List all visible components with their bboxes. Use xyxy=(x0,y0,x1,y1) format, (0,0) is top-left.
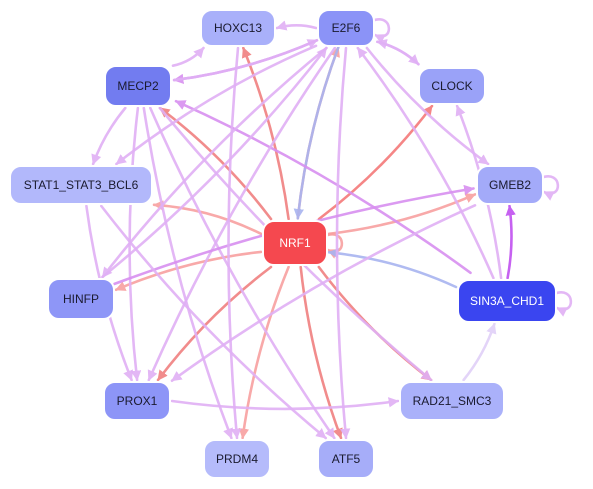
node-label: RAD21_SMC3 xyxy=(413,394,492,408)
node-label: HOXC13 xyxy=(214,21,262,35)
node-atf5[interactable]: ATF5 xyxy=(317,439,375,479)
node-box xyxy=(399,381,505,421)
node-label: GMEB2 xyxy=(489,178,531,192)
edge-e2f6-to-nrf1 xyxy=(293,46,340,220)
edge-mecp2-to-prdm4 xyxy=(142,106,233,440)
edge-nrf1-to-prdm4 xyxy=(238,265,290,440)
edge-e2f6-to-gmeb2 xyxy=(365,46,490,166)
node-stat1[interactable]: STAT1_STAT3_BCL6 xyxy=(9,165,153,205)
edge-gmeb2-to-gmeb2 xyxy=(539,175,560,201)
node-label: STAT1_STAT3_BCL6 xyxy=(24,178,139,192)
node-sin3a[interactable]: SIN3A_CHD1 xyxy=(457,279,557,323)
node-rad21[interactable]: RAD21_SMC3 xyxy=(399,381,505,421)
edge-rad21-to-sin3a xyxy=(462,322,497,382)
node-hinfp[interactable]: HINFP xyxy=(47,278,115,320)
node-prdm4[interactable]: PRDM4 xyxy=(203,439,271,479)
edge-nrf1-to-mecp2 xyxy=(158,106,273,221)
node-gmeb2[interactable]: GMEB2 xyxy=(476,165,544,205)
edge-clock-to-e2f6 xyxy=(376,39,420,66)
edge-e2f6-to-prox1 xyxy=(147,46,337,382)
node-box xyxy=(200,9,276,47)
edge-sin3a-to-nrf1 xyxy=(327,248,458,289)
node-box xyxy=(317,439,375,479)
edge-nrf1-to-prox1 xyxy=(156,265,273,382)
node-nrf1[interactable]: NRF1 xyxy=(262,220,328,266)
edge-hoxc13-to-prdm4 xyxy=(227,46,242,440)
node-label: CLOCK xyxy=(431,79,472,93)
edge-gmeb2-to-prox1 xyxy=(170,204,477,382)
node-prox1[interactable]: PROX1 xyxy=(103,381,171,421)
edge-e2f6-to-clock xyxy=(376,40,420,66)
node-label: E2F6 xyxy=(332,21,361,35)
edge-nrf1-to-atf5 xyxy=(299,265,343,440)
node-label: SIN3A_CHD1 xyxy=(470,294,544,308)
node-label: NRF1 xyxy=(279,236,311,250)
edge-stat1-to-atf5 xyxy=(100,204,327,440)
edge-mecp2-to-e2f6 xyxy=(172,38,319,82)
edge-hinfp-to-e2f6 xyxy=(101,46,328,279)
edge-sin3a-to-mecp2 xyxy=(174,99,472,275)
edge-layer xyxy=(85,18,573,440)
node-box xyxy=(104,65,172,107)
edge-nrf1-to-stat1 xyxy=(152,200,263,236)
node-label: PRDM4 xyxy=(216,452,258,466)
node-box xyxy=(457,279,557,323)
edge-e2f6-to-e2f6 xyxy=(370,18,391,44)
edge-mecp2-to-atf5 xyxy=(149,106,336,440)
node-box xyxy=(317,9,375,47)
edge-e2f6-to-stat1 xyxy=(115,44,318,166)
node-label: ATF5 xyxy=(332,452,361,466)
node-e2f6[interactable]: E2F6 xyxy=(317,9,375,47)
edge-nrf1-to-gmeb2 xyxy=(327,193,477,236)
edge-e2f6-to-atf5 xyxy=(335,46,351,440)
node-box xyxy=(203,439,271,479)
node-box xyxy=(476,165,544,205)
node-clock[interactable]: CLOCK xyxy=(418,67,486,105)
node-mecp2[interactable]: MECP2 xyxy=(104,65,172,107)
edge-prox1-to-rad21 xyxy=(170,397,400,411)
node-label: PROX1 xyxy=(117,394,158,408)
edge-nrf1-to-hinfp xyxy=(114,250,263,292)
node-box xyxy=(103,381,171,421)
edge-mecp2-to-prox1 xyxy=(128,106,142,382)
node-box xyxy=(418,67,486,105)
node-box xyxy=(47,278,115,320)
edge-e2f6-to-hoxc13 xyxy=(275,20,318,31)
edge-mecp2-to-stat1 xyxy=(91,106,127,166)
edge-sin3a-to-sin3a xyxy=(552,291,573,317)
node-box xyxy=(9,165,153,205)
edge-mecp2-to-hoxc13 xyxy=(171,46,205,67)
edge-nrf1-to-rad21 xyxy=(317,265,433,382)
node-label: MECP2 xyxy=(117,79,159,93)
node-hoxc13[interactable]: HOXC13 xyxy=(200,9,276,47)
edge-nrf1-to-hoxc13 xyxy=(241,46,290,221)
edge-nrf1-to-clock xyxy=(317,104,434,221)
node-box xyxy=(262,220,328,266)
edge-sin3a-to-e2f6 xyxy=(356,46,495,280)
node-label: HINFP xyxy=(63,292,99,306)
edge-sin3a-to-gmeb2 xyxy=(505,204,516,280)
